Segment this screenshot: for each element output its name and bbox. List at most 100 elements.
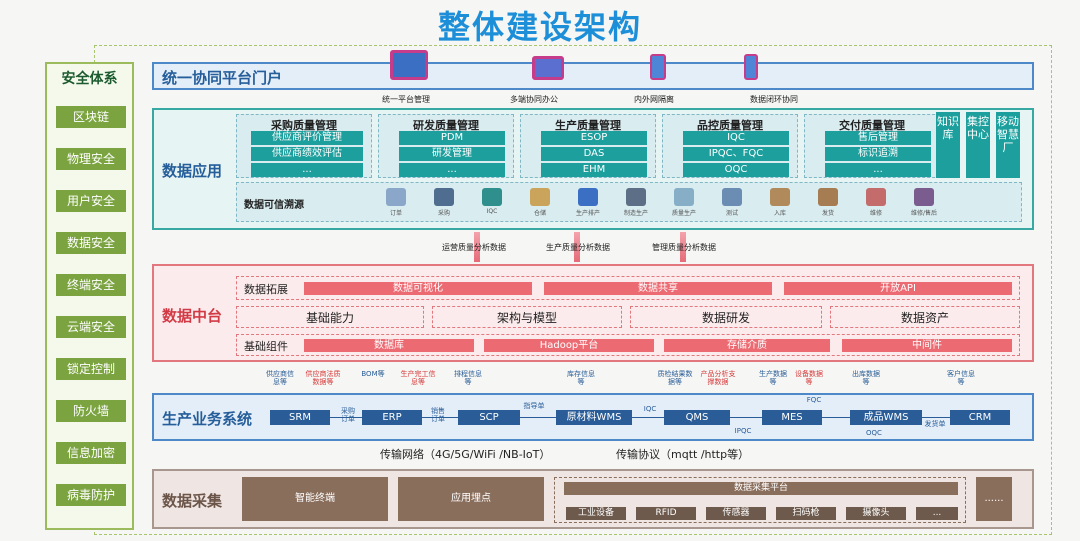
portal-item: 内外网隔离 <box>634 95 674 104</box>
node-scp: SCP <box>458 410 520 425</box>
trace-step: 生产排产 <box>574 188 602 217</box>
security-system-panel: 安全体系 区块链 物理安全 用户安全 数据安全 终端安全 云端安全 锁定控制 防… <box>45 62 134 530</box>
updown-arrow-icon <box>474 232 480 262</box>
trace-step: 采购 <box>430 188 458 217</box>
module-item: ... <box>251 163 363 177</box>
trace-step-label: 采购 <box>437 210 450 217</box>
upflow-label: BOM等 <box>361 370 385 378</box>
platform-group <box>554 477 966 523</box>
security-item: 区块链 <box>56 106 126 128</box>
edge-label: 销售订单 <box>431 407 445 423</box>
app-tracking-box: 应用埋点 <box>398 477 544 521</box>
app-label: 数据应用 <box>162 162 223 180</box>
trace-step-label: 制造生产 <box>623 210 648 217</box>
portal-label: 统一协同平台门户 <box>162 69 283 87</box>
module-title: 研发质量管理 <box>413 119 479 132</box>
trace-step: 维修 <box>862 188 890 217</box>
architecture-box <box>432 306 622 328</box>
trace-step: 质量生产 <box>670 188 698 217</box>
node-finished-wms: 成品WMS <box>850 410 922 425</box>
tablet-icon <box>532 56 564 80</box>
base-item: 中间件 <box>842 339 1012 352</box>
more-box: ...... <box>976 477 1012 521</box>
upflow-label: 客户信息等 <box>947 370 975 386</box>
research-label: 数据研发 <box>701 311 750 325</box>
monitor-icon <box>390 50 428 80</box>
security-item: 防火墙 <box>56 400 126 422</box>
asset-box <box>830 306 1020 328</box>
prod-label: 生产业务系统 <box>162 410 253 428</box>
node-srm: SRM <box>270 410 330 425</box>
device-box: 传感器 <box>706 507 766 520</box>
upflow-label: 生产完工信息等 <box>400 370 436 386</box>
trace-step: IQC <box>478 188 506 215</box>
node-raw-wms: 原材料WMS <box>556 410 632 425</box>
trace-step-label: 发货 <box>821 210 834 217</box>
module-item: ESOP <box>541 131 647 145</box>
trace-step: 测试 <box>718 188 746 217</box>
module-item: OQC <box>683 163 789 177</box>
trace-step-icon <box>674 188 694 206</box>
security-item: 信息加密 <box>56 442 126 464</box>
module-title: 生产质量管理 <box>555 119 621 132</box>
module-procurement: 采购质量管理 供应商评价管理 供应商绩效评估 ... <box>236 114 372 178</box>
trace-step: 仓储 <box>526 188 554 217</box>
edge-label: IPQC <box>734 427 752 435</box>
device-box: RFID <box>636 507 696 520</box>
trace-step: 订单 <box>382 188 410 217</box>
trace-step-label: 入库 <box>773 210 786 217</box>
trace-step-icon <box>770 188 790 206</box>
asset-label: 数据资产 <box>900 311 949 325</box>
security-item: 病毒防护 <box>56 484 126 506</box>
upflow-label: 供应商法质数据等 <box>305 370 341 386</box>
upflow-label: 排程信息等 <box>454 370 482 386</box>
smart-terminal-box: 智能终端 <box>242 477 388 521</box>
page-title: 整体建设架构 <box>437 8 642 46</box>
security-item: 云端安全 <box>56 316 126 338</box>
trace-step-label: IQC <box>486 208 498 215</box>
portal-item: 数据闭环协同 <box>750 95 798 104</box>
module-item: 供应商评价管理 <box>251 131 363 145</box>
upflow-label: 设备数据等 <box>795 370 823 386</box>
protocol-label: 传输协议（mqtt /http等） <box>616 448 750 461</box>
expand-item: 数据共享 <box>544 282 772 295</box>
module-item: DAS <box>541 147 647 161</box>
trace-step-icon <box>818 188 838 206</box>
device-box: 扫码枪 <box>776 507 836 520</box>
module-production: 生产质量管理 ESOP DAS EHM <box>520 114 656 178</box>
base-item: Hadoop平台 <box>484 339 654 352</box>
flow-label: 管理质量分析数据 <box>652 243 716 252</box>
trace-step: 制造生产 <box>622 188 650 217</box>
edge-label: IQC <box>643 405 657 413</box>
edge-label: 采购订单 <box>341 407 355 423</box>
updown-arrow-icon <box>680 232 686 262</box>
trace-step-icon <box>626 188 646 206</box>
module-title: 采购质量管理 <box>271 119 337 132</box>
module-rd: 研发质量管理 PDM 研发管理 ... <box>378 114 514 178</box>
architecture-label: 架构与模型 <box>496 311 557 325</box>
device-box: ... <box>916 507 958 520</box>
base-label: 基础组件 <box>244 340 288 353</box>
security-title: 安全体系 <box>61 71 118 87</box>
module-item: IQC <box>683 131 789 145</box>
network-label: 传输网络（4G/5G/WiFi /NB-IoT） <box>380 448 551 461</box>
trace-step-icon <box>866 188 886 206</box>
updown-arrow-icon <box>574 232 580 262</box>
upflow-label: 供应商信息等 <box>266 370 294 386</box>
expand-group <box>236 276 1020 300</box>
capability-label: 基础能力 <box>305 311 354 325</box>
mobile-factory-box: 移动智慧厂 <box>996 112 1020 178</box>
base-item: 存储介质 <box>664 339 830 352</box>
trace-step: 维修/售后 <box>910 188 938 217</box>
upflow-label: 质检结果数据等 <box>657 370 693 386</box>
expand-item: 开放API <box>784 282 1012 295</box>
base-item: 数据库 <box>304 339 474 352</box>
trace-label: 数据可信溯源 <box>244 200 304 211</box>
node-qms: QMS <box>664 410 730 425</box>
research-box <box>630 306 822 328</box>
upflow-label: 生产数据等 <box>759 370 787 386</box>
trace-step-label: 质量生产 <box>671 210 696 217</box>
portal-item: 统一平台管理 <box>382 95 430 104</box>
collection-platform: 数据采集平台 <box>564 482 958 495</box>
node-erp: ERP <box>362 410 422 425</box>
